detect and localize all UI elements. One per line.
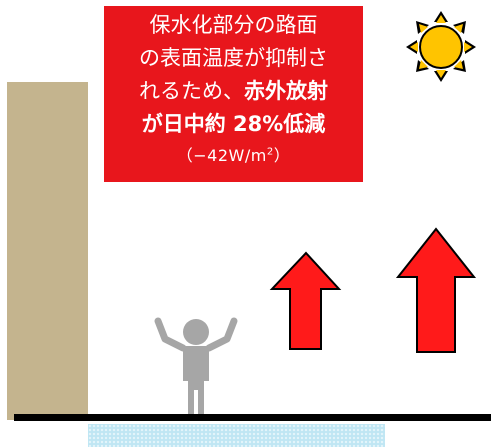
callout-effect-value: （−42W/m2）: [104, 141, 363, 171]
info-callout: 保水化部分の路面 の表面温度が抑制さ れるため、赤外放射 が日中約 28%低減 …: [104, 6, 363, 182]
callout-line-4-bold: が日中約 28%低減: [141, 112, 326, 136]
water-retentive-pavement: [88, 424, 385, 447]
callout-line-3-prefix: れるため、: [139, 79, 244, 103]
callout-line-2: の表面温度が抑制さ: [139, 46, 328, 70]
callout-line-1: 保水化部分の路面: [149, 13, 318, 37]
callout-line-3: れるため、赤外放射: [104, 75, 363, 108]
effect-superscript: 2: [266, 146, 274, 158]
effect-suffix: ）: [273, 146, 291, 165]
building: [7, 82, 88, 420]
person-icon: [154, 317, 238, 414]
sun-icon: [406, 11, 476, 82]
road-surface-line: [14, 414, 491, 421]
small-up-arrow-icon: [269, 251, 342, 350]
large-up-arrow-icon: [395, 227, 477, 353]
callout-line-3-bold: 赤外放射: [244, 79, 328, 103]
callout-line-4: が日中約 28%低減: [104, 108, 363, 141]
effect-prefix: （−42W/m: [176, 146, 267, 165]
